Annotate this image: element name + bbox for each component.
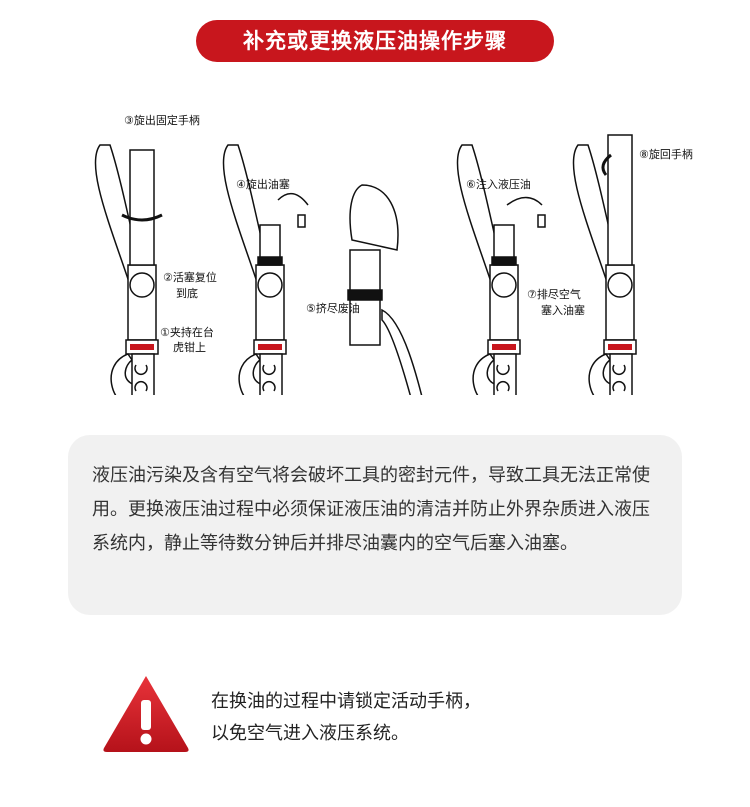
step-4-label: ④旋出油塞 <box>236 178 290 191</box>
step-8-label: ⑧旋回手柄 <box>639 148 693 161</box>
step-7-label-cont: 塞入油塞 <box>541 304 585 317</box>
step-2-label: ②活塞复位 <box>163 271 217 284</box>
warning-line-2: 以免空气进入液压系统。 <box>211 723 409 744</box>
tool-illustrations <box>94 134 655 469</box>
info-note: 液压油污染及含有空气将会破坏工具的密封元件，导致工具无法正常使用。更换液压油过程… <box>68 435 682 615</box>
step-1-label-cont: 虎钳上 <box>173 341 206 354</box>
note-text: 液压油污染及含有空气将会破坏工具的密封元件，导致工具无法正常使用。更换液压油过程… <box>92 465 650 554</box>
step-1-label: ①夹持在台 <box>160 326 214 339</box>
page-title: 补充或更换液压油操作步骤 <box>196 20 554 62</box>
step-5-label: ⑤挤尽废油 <box>306 302 360 315</box>
step-2-label-cont: 到底 <box>176 287 198 300</box>
step-6-label: ⑥注入液压油 <box>466 178 531 191</box>
warning-line-1: 在换油的过程中请锁定活动手柄， <box>211 691 481 712</box>
warning-icon <box>103 676 189 752</box>
step-3-label: ③旋出固定手柄 <box>124 114 200 127</box>
step-7-label: ⑦排尽空气 <box>527 288 581 301</box>
warning-text: 在换油的过程中请锁定活动手柄， 以免空气进入液压系统。 <box>211 686 481 750</box>
procedure-diagram: ③旋出固定手柄 ②活塞复位 到底 ①夹持在台 虎钳上 ④旋出油塞 ⑤挤尽废油 ⑥… <box>0 95 750 469</box>
